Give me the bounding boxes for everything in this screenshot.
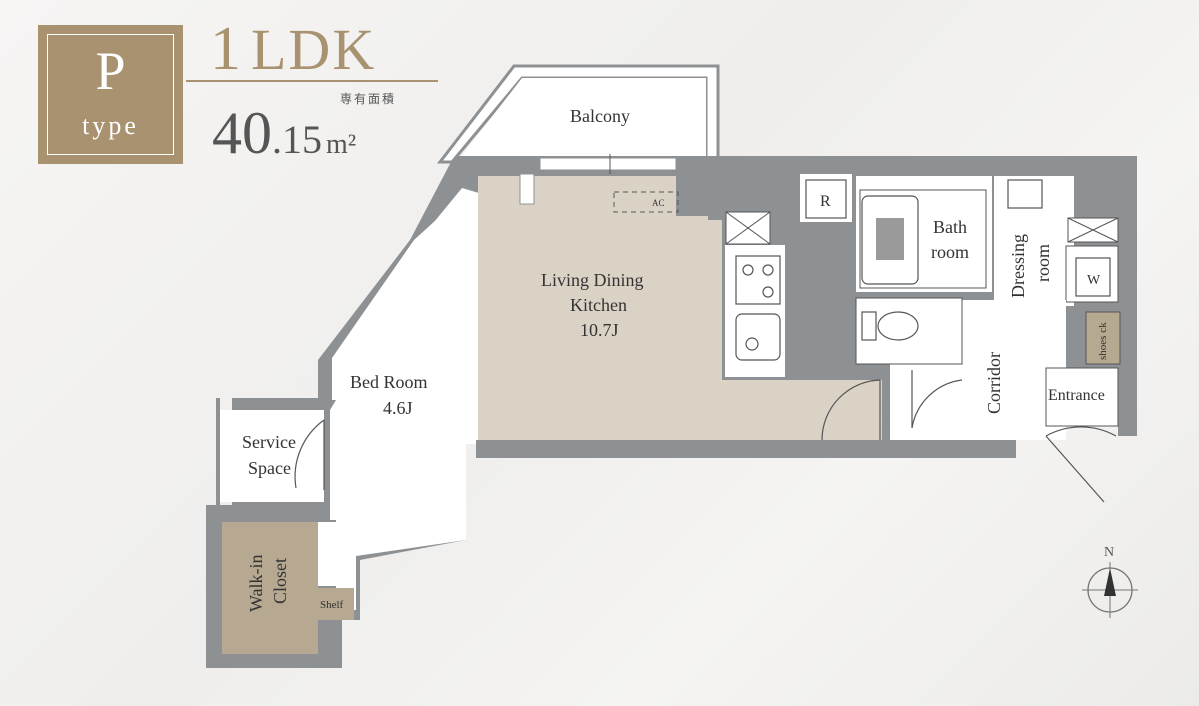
walkin-closet-gap xyxy=(318,522,354,586)
pipe-shaft-1-x2 xyxy=(725,211,771,245)
entrance-floor xyxy=(1045,367,1119,427)
ldk-label-1: Living Dining xyxy=(541,270,644,290)
corridor-door xyxy=(911,370,963,429)
entrance-label: Entrance xyxy=(1048,387,1105,404)
corridor-label: Corridor xyxy=(984,352,1004,414)
vanity xyxy=(1007,179,1043,209)
type-badge: P type xyxy=(38,25,183,164)
sink xyxy=(735,313,781,361)
walkin-closet-floor xyxy=(222,522,318,654)
washer-box xyxy=(1075,257,1111,297)
area-label: 専有面積 xyxy=(340,92,397,106)
service-label-1: Service xyxy=(242,432,296,452)
shoe-cabinet xyxy=(1085,311,1121,365)
badge-frame xyxy=(47,34,174,155)
badge-word: type xyxy=(82,111,139,140)
bedroom-main xyxy=(330,188,530,610)
bedroom-size: 4.6J xyxy=(383,398,413,418)
compass-needle-icon xyxy=(1104,568,1116,596)
service-space-wall xyxy=(216,398,220,506)
walkin-label-1: Walk-in xyxy=(246,554,266,612)
title-divider xyxy=(186,80,438,82)
shelf-label: Shelf xyxy=(320,599,344,611)
ldk-label-2: Kitchen xyxy=(570,295,627,315)
balcony-label: Balcony xyxy=(570,106,630,126)
area-integer: 40 xyxy=(212,100,272,166)
washer-label: W xyxy=(1087,273,1101,288)
ldk-floor xyxy=(478,176,882,440)
toilet-bowl-redraw xyxy=(877,311,919,341)
area-decimal: .15 xyxy=(272,117,322,162)
bath-drain xyxy=(876,218,904,260)
service-space-floor xyxy=(218,410,324,502)
balcony-floor xyxy=(460,78,706,158)
compass: N xyxy=(1082,545,1138,618)
bath-room-frame xyxy=(859,189,987,289)
burner-3 xyxy=(762,286,774,298)
compass-north-label: N xyxy=(1104,545,1114,560)
layout-number: 1 xyxy=(210,15,243,83)
shoes-label: shoes ck xyxy=(1097,322,1109,360)
aircon-box xyxy=(613,191,679,213)
bedroom-label: Bed Room xyxy=(350,372,428,392)
shelf-box xyxy=(318,588,354,620)
toilet-tank-redraw xyxy=(861,311,877,341)
burner-2 xyxy=(762,264,774,276)
fridge-box xyxy=(805,179,847,219)
ldk-window xyxy=(539,157,677,171)
pipe-shaft-2-x2 xyxy=(1067,217,1119,243)
service-door xyxy=(294,419,325,490)
walkin-label-2: Closet xyxy=(270,558,290,604)
stove xyxy=(735,255,781,305)
badge-letter: P xyxy=(95,41,126,101)
aircon-label: AC xyxy=(652,198,665,208)
service-label-2: Space xyxy=(248,458,291,478)
entrance-door xyxy=(1045,426,1117,503)
burner-1 xyxy=(742,264,754,276)
dressing-label-1: Dressing xyxy=(1008,234,1028,298)
bath-label-2: room xyxy=(931,242,969,262)
fridge-label: R xyxy=(820,193,831,210)
ldk-door xyxy=(821,379,881,441)
dressing-label-2: room xyxy=(1033,244,1053,282)
layout-code: LDK xyxy=(251,17,377,82)
area-unit: m² xyxy=(326,129,357,160)
bath-label-1: Bath xyxy=(933,217,967,237)
ldk-size: 10.7J xyxy=(580,320,619,340)
sink-drain xyxy=(745,337,759,351)
corner-window xyxy=(519,173,535,205)
